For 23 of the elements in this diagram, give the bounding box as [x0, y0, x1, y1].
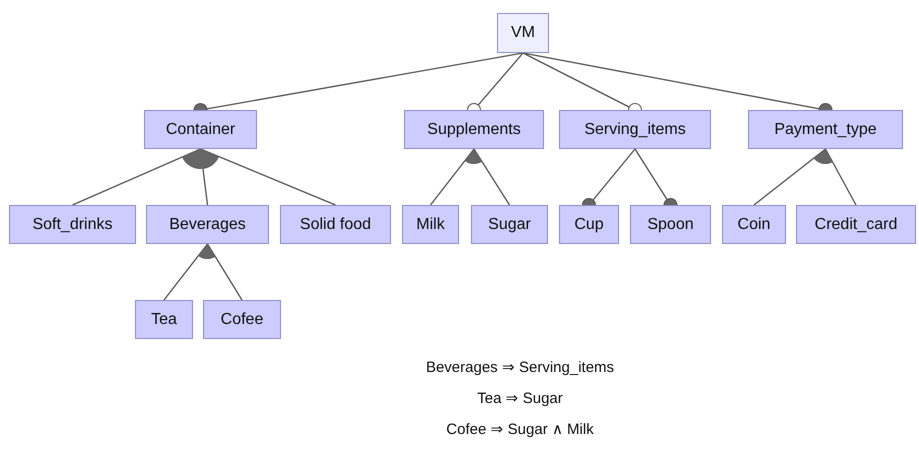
feature-box: Spoon	[630, 205, 711, 244]
feature-box: Milk	[402, 205, 459, 244]
feature-box: Supplements	[404, 110, 544, 149]
feature-box: Cup	[559, 205, 619, 244]
feature-box: Payment_type	[748, 110, 903, 149]
connector-with-circle	[464, 148, 510, 206]
feature-box: Beverages	[146, 205, 269, 244]
constraint-text: Tea ⇒ Sugar	[477, 389, 563, 407]
connector-with-circle	[198, 244, 243, 300]
connector-with-circle	[182, 148, 336, 206]
feature-box: VM	[497, 13, 549, 53]
connector-with-circle	[814, 148, 857, 206]
constraint-text: Cofee ⇒ Sugar ∧ Milk	[446, 420, 594, 438]
feature-box: Solid food	[280, 205, 391, 244]
feature-box: Credit_card	[796, 205, 916, 244]
feature-box: Container	[144, 110, 257, 149]
constraint-text: Beverages ⇒ Serving_items	[426, 358, 614, 376]
feature-box: Soft_drinks	[9, 205, 136, 244]
feature-box: Sugar	[471, 205, 548, 244]
feature-box: Cofee	[203, 300, 281, 339]
feature-box: Serving_items	[559, 110, 711, 149]
feature-box: Coin	[722, 205, 786, 244]
feature-box: Tea	[135, 300, 193, 339]
